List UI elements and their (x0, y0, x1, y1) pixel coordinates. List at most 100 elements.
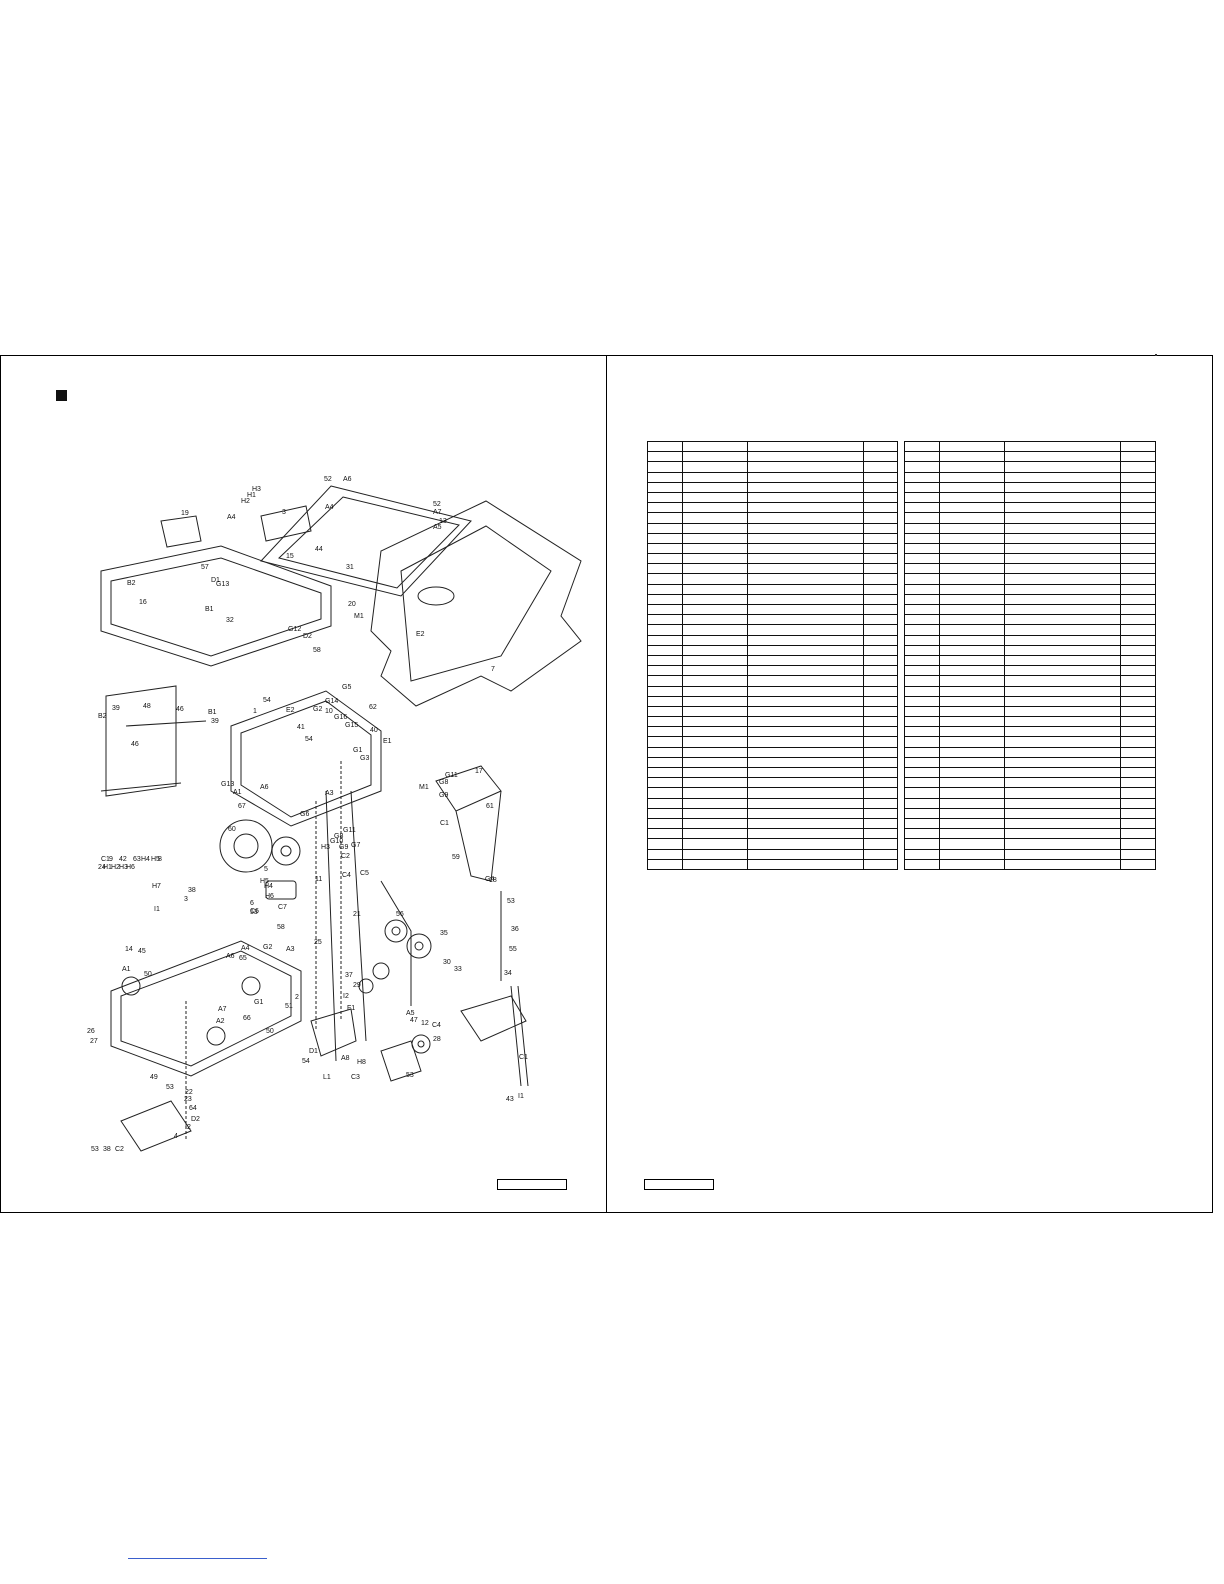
table-cell (647, 746, 683, 758)
callout-label: E1 (383, 738, 392, 745)
callout-label: 41 (297, 724, 305, 731)
table-cell (939, 695, 1005, 707)
table-row (904, 716, 1156, 728)
table-cell (747, 451, 864, 463)
table-cell (1120, 685, 1156, 697)
table-cell (863, 461, 898, 473)
table-cell (863, 624, 898, 636)
table-row (647, 593, 898, 606)
table-cell (1120, 603, 1156, 616)
table-row (904, 777, 1156, 789)
table-cell (682, 542, 748, 555)
table-cell (939, 471, 1005, 483)
table-cell (1120, 777, 1156, 789)
table-cell (1120, 553, 1156, 565)
table-cell (1120, 695, 1156, 707)
table-row (647, 736, 898, 748)
table-cell (1004, 685, 1121, 697)
table-row (904, 624, 1156, 636)
callout-label: G7 (351, 842, 360, 849)
table-cell (904, 766, 940, 779)
table-cell (863, 491, 898, 504)
callout-label: 11 (315, 876, 322, 883)
table-row (647, 624, 898, 636)
table-cell (647, 593, 683, 606)
table-row (904, 766, 1156, 779)
table-cell (939, 665, 1005, 677)
table-cell (1120, 817, 1156, 830)
callout-label: H3 (252, 486, 261, 493)
table-row (904, 491, 1156, 504)
table-cell (904, 532, 940, 544)
table-cell (1120, 532, 1156, 544)
table-row (904, 797, 1156, 809)
table-cell (1004, 563, 1121, 575)
table-cell (939, 563, 1005, 575)
callout-label: 45 (138, 948, 146, 955)
callout-label: G4 (485, 876, 494, 883)
callout-label: 28 (433, 1036, 441, 1043)
table-cell (904, 828, 940, 840)
table-cell (682, 777, 748, 789)
table-cell (939, 787, 1005, 799)
table-cell (682, 451, 748, 463)
callout-label: G11 (343, 827, 356, 834)
footer-link-underline[interactable] (128, 1558, 267, 1559)
callout-label: M1 (419, 784, 429, 791)
table-cell (682, 491, 748, 504)
table-cell (1120, 644, 1156, 656)
table-cell (904, 451, 940, 463)
callout-label: 5 (264, 866, 268, 873)
callout-label: 7 (491, 666, 495, 673)
callout-label: A5 (406, 1010, 415, 1017)
table-cell (1004, 583, 1121, 595)
table-cell (1004, 675, 1121, 687)
table-row (904, 593, 1156, 606)
callout-label: 35 (440, 930, 448, 937)
callout-label: 67 (238, 803, 246, 810)
table-cell (904, 603, 940, 616)
table-cell (939, 573, 1005, 585)
table-row (647, 705, 898, 718)
table-cell (747, 471, 864, 483)
table-cell (747, 766, 864, 779)
table-cell (939, 542, 1005, 555)
callout-label: 3 (282, 509, 286, 516)
table-cell (647, 766, 683, 779)
table-cell (1004, 787, 1121, 799)
table-cell (863, 838, 898, 850)
table-cell (1004, 807, 1121, 819)
table-cell (747, 522, 864, 534)
callout-label: 27 (90, 1038, 98, 1045)
table-cell (939, 746, 1005, 758)
table-row (647, 716, 898, 728)
callout-label: C2 (341, 853, 350, 860)
callout-label: 3 (184, 896, 188, 903)
table-cell (863, 787, 898, 799)
table-cell (647, 614, 683, 626)
table-row (904, 603, 1156, 616)
table-cell (747, 797, 864, 809)
table-cell (682, 522, 748, 534)
table-cell (939, 644, 1005, 656)
callout-label: 4 (174, 1133, 178, 1140)
table-row (647, 583, 898, 595)
table-cell (863, 481, 898, 493)
table-cell (747, 461, 864, 473)
table-cell (863, 756, 898, 769)
callout-label: 34 (504, 970, 512, 977)
table-row (647, 553, 898, 565)
table-cell (1120, 522, 1156, 534)
callout-label: G6 (300, 811, 309, 818)
callout-label: 48 (143, 703, 151, 710)
callout-label: G3 (360, 755, 369, 762)
table-cell (904, 817, 940, 830)
callout-label: 9 (109, 856, 113, 863)
callout-label: C1 (519, 1054, 528, 1061)
table-cell (647, 797, 683, 809)
table-cell (904, 583, 940, 595)
table-cell (647, 542, 683, 555)
table-cell (647, 848, 683, 860)
